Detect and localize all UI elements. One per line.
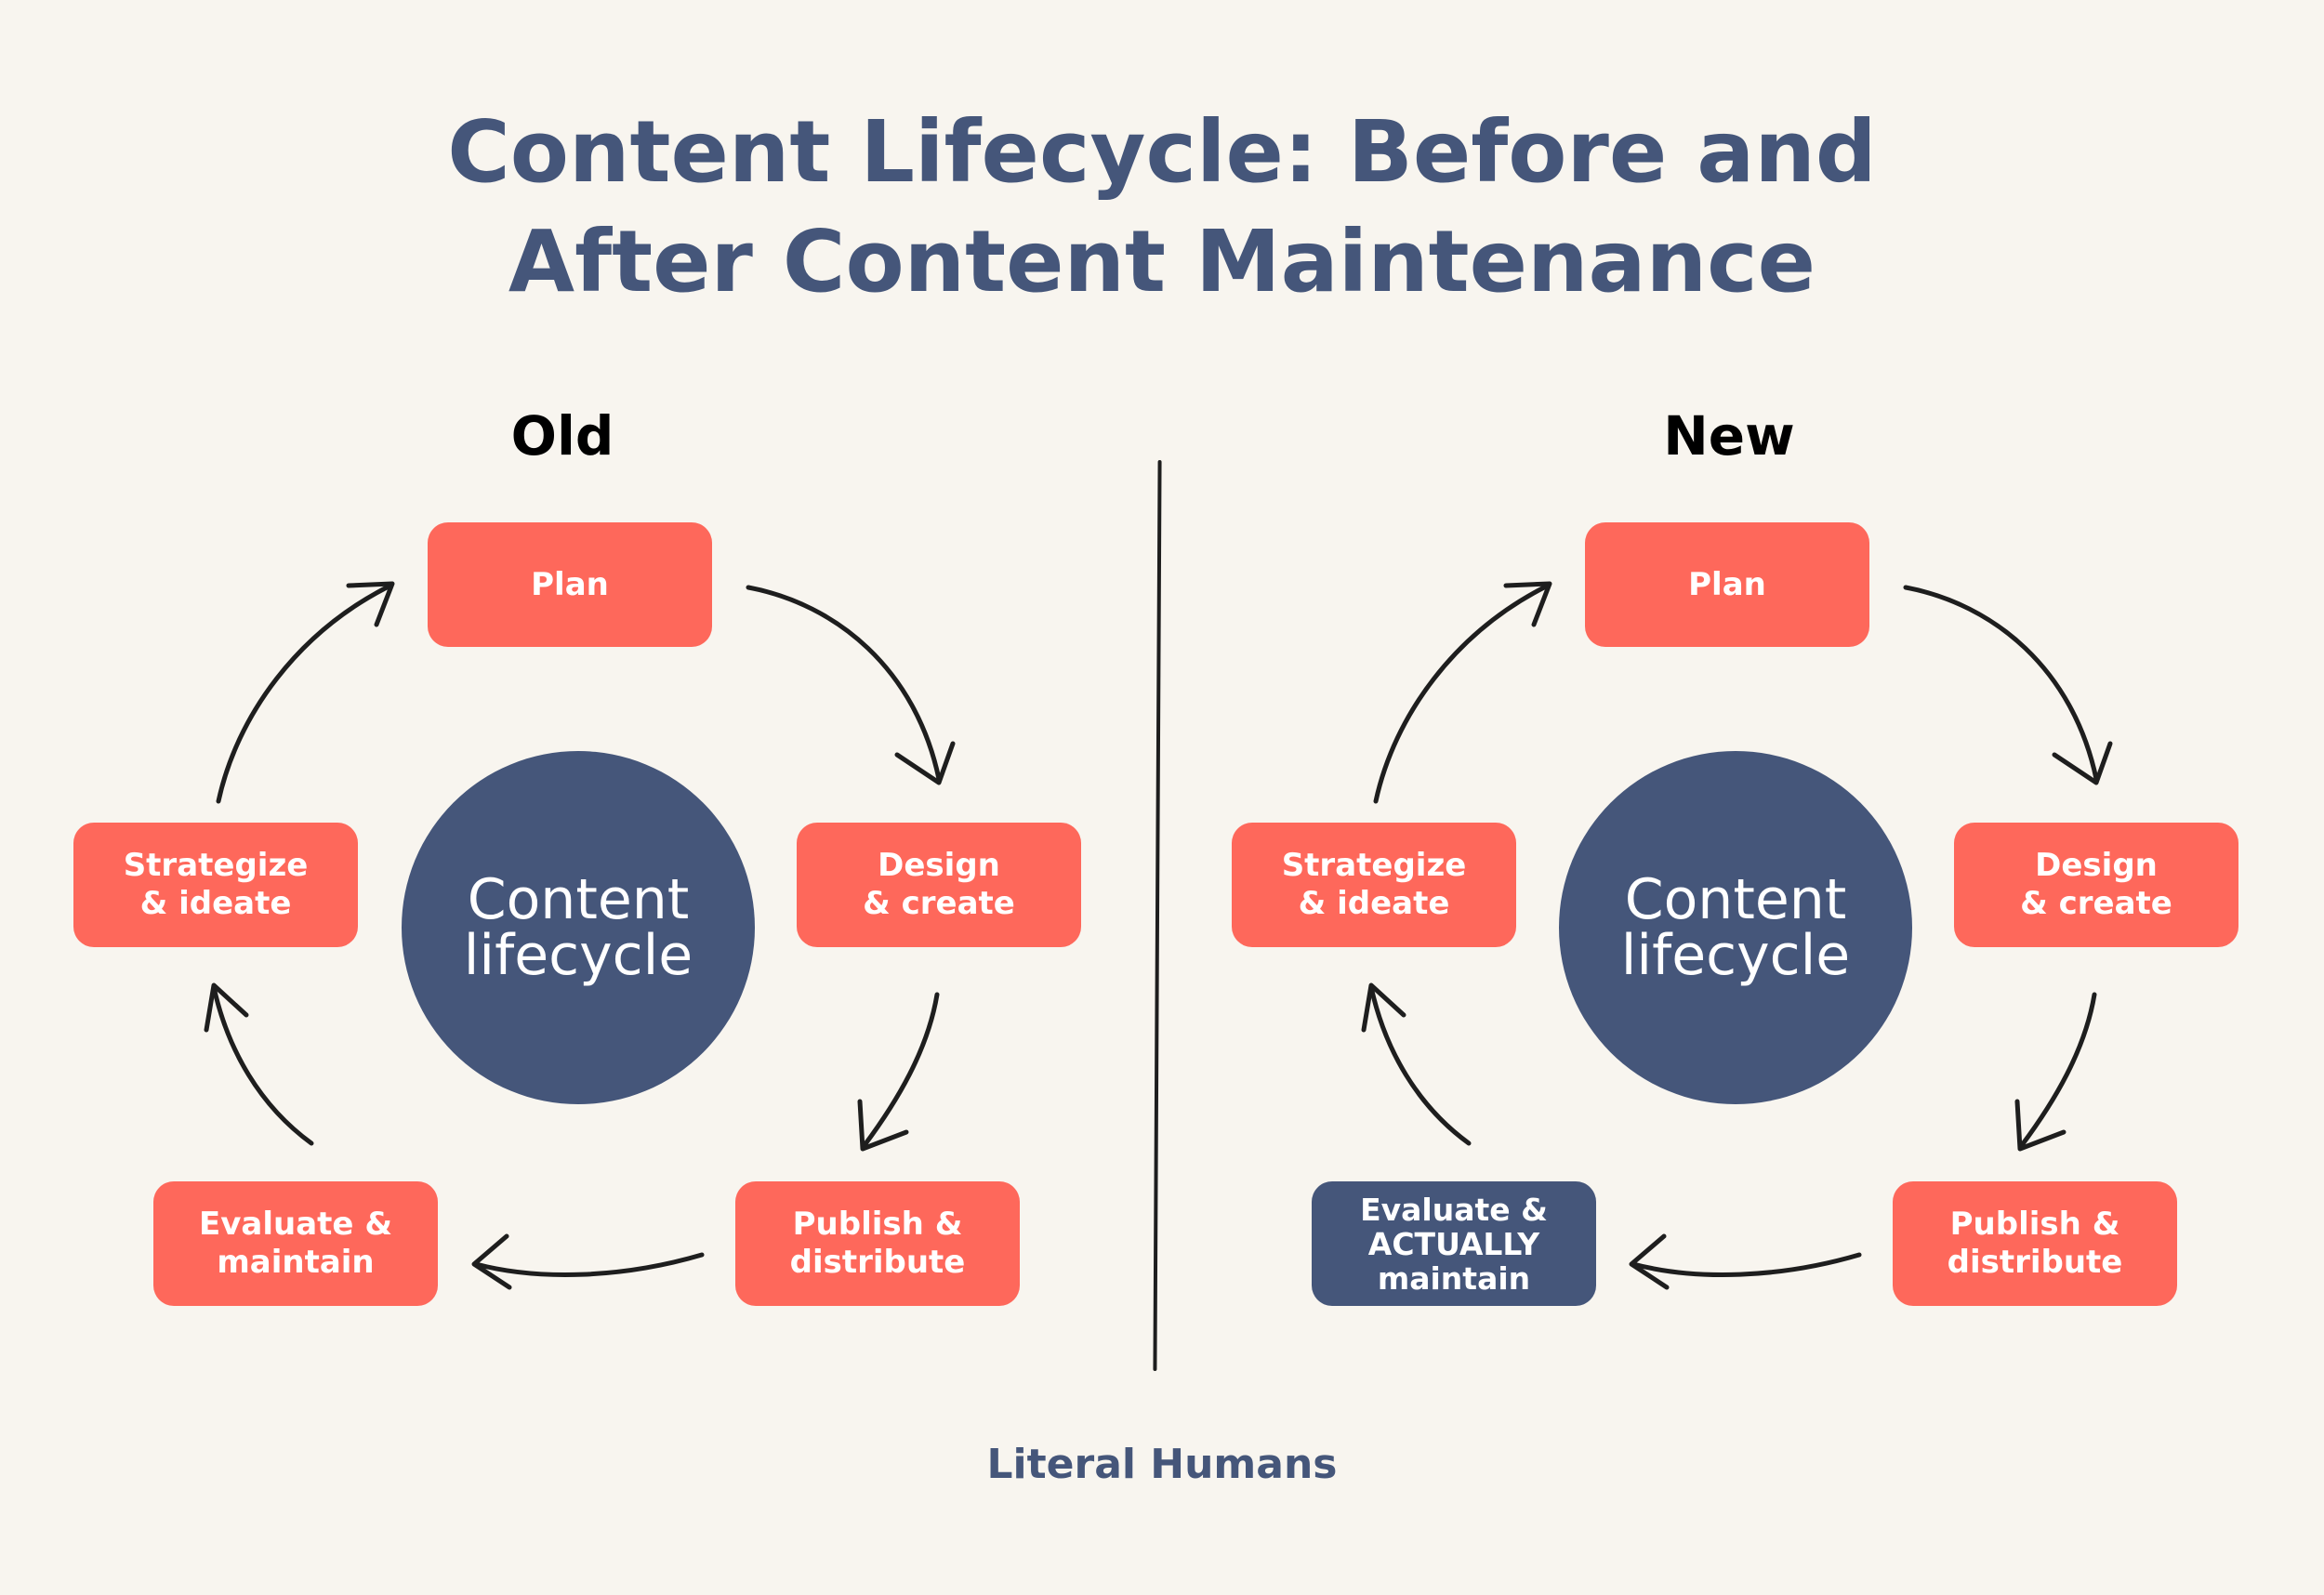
old-step-evaluate-line-2: maintain [217,1244,375,1281]
new-step-design: Design & create [1954,823,2238,947]
new-step-evaluate: Evaluate & ACTUALLY maintain [1312,1181,1596,1306]
old-center-line-2: lifecycle [463,923,693,988]
new-arrowhead-design [2052,741,2113,785]
old-arrowhead-design [894,741,956,785]
old-arrowhead-publish [857,1099,909,1152]
new-arrowhead-publish [2014,1099,2067,1152]
new-step-design-line-2: & create [2020,885,2172,922]
old-center-line-1: Content [467,867,690,932]
new-arrow-plan-to-design [1903,585,2099,782]
new-step-design-line-1: Design [2035,847,2158,884]
old-arrowhead-evaluate [471,1233,512,1290]
new-step-strategize-line-1: Strategize [1281,847,1467,884]
new-step-publish-line-2: distribute [1947,1244,2123,1281]
old-arrowhead-plan [346,581,395,627]
old-step-design-line-1: Design [878,847,1000,884]
old-panel-label: Old [510,404,614,468]
old-step-design: Design & create [797,823,1081,947]
old-center-circle: Content lifecycle [402,751,755,1104]
new-arrow-strategize-to-plan [1373,583,1551,804]
old-step-strategize-line-2: & ideate [139,885,292,922]
page-title: Content Lifecycle: Before and After Cont… [0,98,2324,317]
old-arrow-design-to-publish [862,992,940,1148]
new-center-line-2: lifecycle [1620,923,1851,988]
old-arrow-publish-to-evaluate [473,1252,705,1277]
new-panel-label: New [1663,404,1795,468]
title-line-2: After Content Maintenance [508,212,1816,311]
new-arrow-publish-to-evaluate [1631,1252,1862,1277]
old-step-evaluate-line-1: Evaluate & [199,1206,392,1243]
new-arrowhead-strategize [1361,982,1406,1033]
new-step-publish: Publish & distribute [1893,1181,2177,1306]
new-center-circle: Content lifecycle [1559,751,1912,1104]
title-line-1: Content Lifecycle: Before and [447,102,1877,202]
old-arrow-plan-to-design [746,585,942,782]
old-step-design-line-2: & create [863,885,1015,922]
new-arrow-design-to-publish [2019,992,2097,1148]
new-step-publish-line-1: Publish & [1949,1206,2120,1243]
new-arrow-evaluate-to-strategize [1368,984,1472,1146]
old-step-publish-line-2: distribute [789,1244,966,1281]
new-arrowhead-plan [1503,581,1552,627]
new-step-plan-label: Plan [1688,565,1766,603]
old-arrow-strategize-to-plan [216,583,393,804]
old-arrow-evaluate-to-strategize [211,984,314,1146]
new-step-plan: Plan [1585,522,1869,647]
new-arrowhead-evaluate [1629,1233,1670,1290]
old-step-evaluate: Evaluate & maintain [153,1181,438,1306]
brand-footer: Literal Humans [986,1441,1338,1488]
old-step-publish-line-1: Publish & [792,1206,963,1243]
old-step-plan: Plan [428,522,712,647]
old-step-strategize-line-1: Strategize [123,847,309,884]
new-step-evaluate-line-1: Evaluate & [1360,1191,1548,1228]
new-step-strategize: Strategize & ideate [1232,823,1516,947]
old-step-publish: Publish & distribute [735,1181,1020,1306]
new-step-evaluate-line-3: maintain [1377,1259,1531,1297]
old-step-plan-label: Plan [531,565,609,603]
new-step-strategize-line-2: & ideate [1298,885,1450,922]
old-arrowhead-strategize [204,982,249,1033]
new-step-evaluate-line-2: ACTUALLY [1367,1225,1540,1262]
old-step-strategize: Strategize & ideate [73,823,358,947]
new-center-line-1: Content [1624,867,1847,932]
